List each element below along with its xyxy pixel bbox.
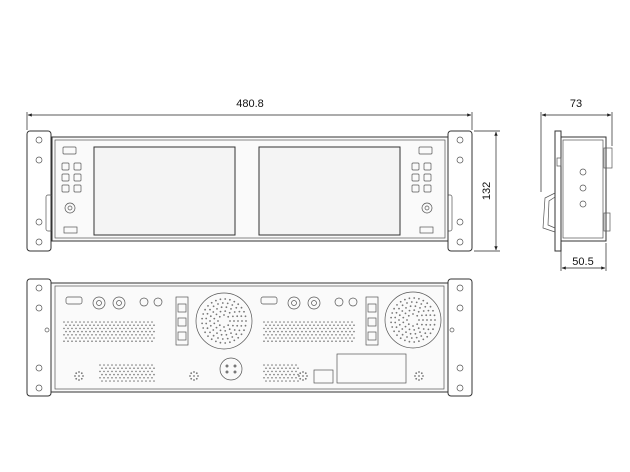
body-depth-dimension: 50.5: [560, 243, 607, 271]
left-rj45-stack: [175, 296, 189, 346]
left-knob-center: [67, 205, 73, 211]
left-bnc-1: [92, 296, 106, 310]
side-rear-bracket-bottom: [603, 212, 611, 232]
front-panel-bezel: [54, 139, 446, 239]
vent-grids: [63, 321, 355, 382]
depth-dimension-label: 73: [570, 98, 582, 110]
right-screen: [258, 146, 401, 236]
rear-screw-left: [44, 327, 50, 333]
right-knob: [421, 202, 433, 214]
left-db-connector: [65, 296, 83, 305]
rear-left-rack-ear: [26, 278, 52, 397]
side-body: [560, 136, 607, 242]
left-control-buttons: [61, 146, 82, 193]
large-label-plate: [336, 353, 407, 384]
height-dimension-label: 132: [481, 182, 493, 200]
rear-right-rack-ear: [447, 278, 473, 397]
rear-rack-ear-holes: [35, 284, 464, 392]
side-connector-2: [579, 184, 587, 192]
rack-ear-holes: [35, 136, 464, 246]
right-rj45-stack: [365, 296, 379, 346]
width-dimension-label: 480.8: [236, 98, 264, 110]
left-connector-block: [65, 296, 189, 346]
left-audio-1: [139, 297, 149, 307]
xlr-power-connector: [219, 357, 243, 381]
side-connector-1: [579, 168, 587, 176]
side-view: [542, 130, 613, 252]
left-screen: [93, 146, 236, 236]
width-dimension: 480.8: [26, 98, 473, 130]
side-body-inner: [562, 139, 604, 239]
right-connector-block: [260, 296, 379, 346]
rear-view: [26, 278, 473, 397]
side-detail: [556, 157, 562, 167]
right-power-switch: [419, 226, 434, 234]
right-bnc-2: [307, 296, 321, 310]
right-knob-center: [424, 205, 430, 211]
right-rack-ear: [447, 130, 473, 252]
left-rack-ear: [26, 130, 52, 252]
right-audio-2: [348, 297, 358, 307]
right-fan: [384, 291, 442, 349]
right-audio-1: [334, 297, 344, 307]
right-control-buttons: [411, 146, 433, 193]
left-power-switch: [63, 226, 78, 234]
front-view: [26, 130, 473, 252]
right-db-connector: [260, 296, 278, 305]
side-rear-bracket-top: [603, 147, 613, 169]
body-depth-dimension-label: 50.5: [572, 256, 593, 268]
side-handle: [542, 192, 556, 233]
depth-dimension: 73: [540, 98, 613, 192]
side-rack-ear: [554, 130, 562, 252]
side-connector-3: [579, 200, 587, 208]
right-bnc-1: [287, 296, 301, 310]
rear-screw-right: [449, 327, 455, 333]
left-fan: [195, 292, 253, 350]
small-label-plate: [313, 369, 334, 384]
left-audio-2: [153, 297, 163, 307]
rear-panel-inner: [54, 285, 445, 390]
side-handle-inner: [547, 196, 556, 229]
round-vents: [74, 371, 424, 381]
height-dimension: 132: [474, 130, 500, 252]
left-bnc-2: [112, 296, 126, 310]
left-knob: [64, 202, 76, 214]
